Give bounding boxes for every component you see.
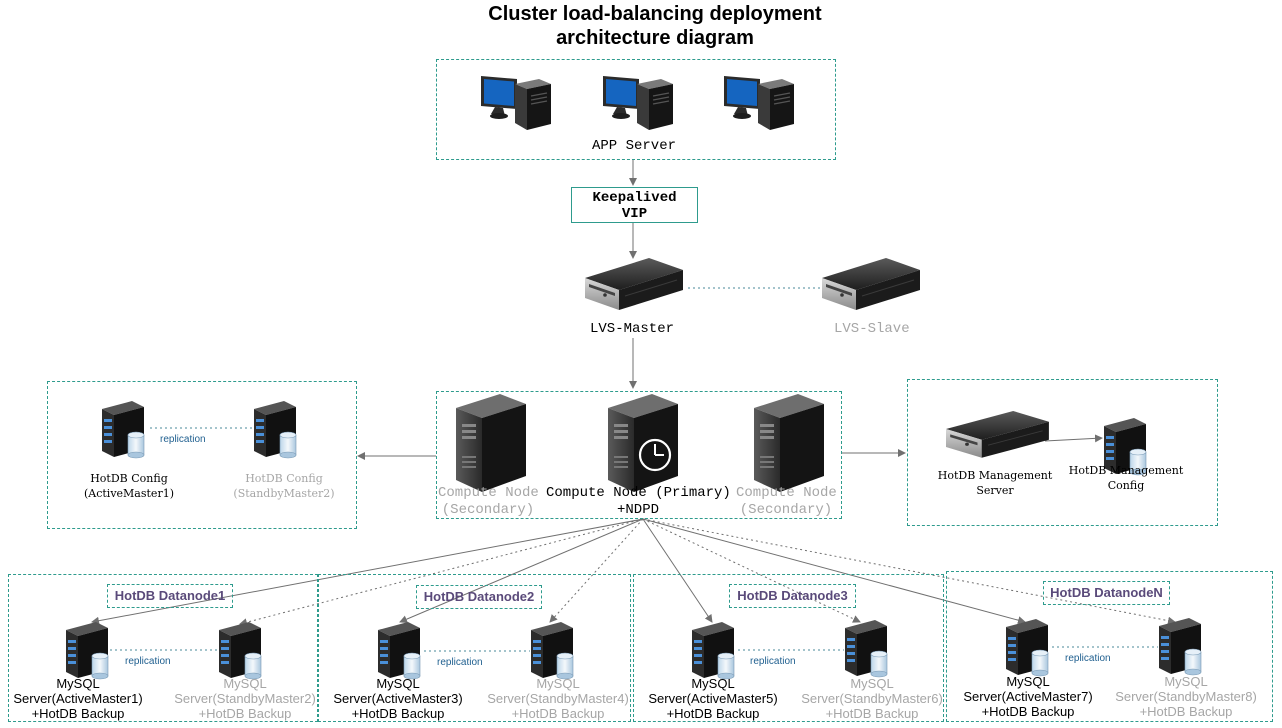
label-line: Compute Node — [736, 485, 837, 501]
datanoden-title: HotDB DatanodeN — [1043, 581, 1170, 605]
label-line: Server(StandbyMaster2) — [174, 691, 316, 706]
dnn-active-label: MySQL Server(ActiveMaster7) +HotDB Backu… — [956, 674, 1100, 719]
management-group — [907, 379, 1218, 526]
label-line: Server(StandbyMaster8) — [1115, 689, 1257, 704]
app-server-label: APP Server — [592, 138, 677, 154]
label-line: +HotDB Backup — [31, 706, 125, 721]
lvs-master-label: LVS-Master — [590, 321, 675, 337]
lvs-slave-label: LVS-Slave — [834, 321, 910, 337]
label-line: +HotDB Backup — [1139, 704, 1233, 719]
dn2-active-label: MySQL Server(ActiveMaster3) +HotDB Backu… — [326, 676, 470, 721]
mgmt-server-label: HotDB Management Server — [935, 468, 1055, 498]
label-line: (StandbyMaster2) — [233, 487, 335, 500]
label-line: MySQL — [1006, 674, 1050, 689]
label-line: HotDB Management — [1068, 464, 1184, 477]
label-line: (Secondary) — [441, 502, 535, 518]
label-line: MySQL — [223, 676, 267, 691]
title-line-1: Cluster load-balancing deployment — [488, 3, 822, 25]
label-line: MySQL — [376, 676, 420, 691]
label-line: +HotDB Backup — [981, 704, 1075, 719]
compute-primary-label: Compute Node (Primary) +NDPD — [546, 485, 731, 519]
config-active-label: HotDB Config (ActiveMaster1) — [64, 471, 194, 501]
label-line: +HotDB Backup — [511, 706, 605, 721]
dnn-standby-label: MySQL Server(StandbyMaster8) +HotDB Back… — [1114, 674, 1258, 719]
dn2-replication-label: replication — [437, 657, 483, 668]
datanode-group-3 — [633, 574, 944, 722]
label-line: (Secondary) — [739, 502, 833, 518]
compute-node-group — [436, 391, 842, 519]
label-line: HotDB Config — [245, 472, 323, 485]
label-line: Server(ActiveMaster7) — [963, 689, 1093, 704]
mgmt-config-label: HotDB Management Config — [1066, 463, 1186, 493]
label-line: HotDB Config — [90, 472, 168, 485]
dn3-standby-label: MySQL Server(StandbyMaster6) +HotDB Back… — [800, 676, 944, 721]
label-line: +HotDB Backup — [198, 706, 292, 721]
label-line: +NDPD — [616, 502, 659, 518]
primary-to-dn2-active — [399, 518, 644, 623]
label-line: Compute Node — [438, 485, 539, 501]
clock-icon — [638, 438, 672, 472]
label-line: MySQL — [536, 676, 580, 691]
datanode-group-2 — [318, 574, 631, 722]
config-standby-label: HotDB Config (StandbyMaster2) — [219, 471, 349, 501]
label-line: Server(StandbyMaster4) — [487, 691, 629, 706]
primary-to-dn3-standby — [642, 518, 861, 623]
dn1-standby-label: MySQL Server(StandbyMaster2) +HotDB Back… — [172, 676, 318, 721]
compute-secondary-left-label: Compute Node (Secondary) — [438, 485, 539, 519]
dn1-replication-label: replication — [125, 656, 171, 667]
keepalived-vip-box: Keepalived VIP — [571, 187, 698, 223]
label-line: +HotDB Backup — [825, 706, 919, 721]
label-line: Server(ActiveMaster3) — [333, 691, 463, 706]
config-replication-label: replication — [160, 434, 206, 445]
datanode-group-1 — [8, 574, 318, 722]
label-line: MySQL — [691, 676, 735, 691]
label-line: (ActiveMaster1) — [83, 487, 174, 500]
rack-server-icon — [584, 257, 684, 311]
label-line: Server — [976, 484, 1014, 497]
dn3-replication-label: replication — [750, 656, 796, 667]
dnn-replication-label: replication — [1065, 653, 1111, 664]
label-line: MySQL — [850, 676, 894, 691]
dn2-standby-label: MySQL Server(StandbyMaster4) +HotDB Back… — [486, 676, 630, 721]
config-group — [47, 381, 357, 529]
label-line: MySQL — [56, 676, 100, 691]
label-line: HotDB Management — [937, 469, 1053, 482]
label-line: +HotDB Backup — [666, 706, 760, 721]
mgmt-to-config-arrow — [1044, 434, 1103, 443]
app-server-group — [436, 59, 836, 160]
rack-server-icon — [821, 257, 921, 311]
primary-to-dnn-active — [642, 518, 1026, 625]
dn1-active-label: MySQL Server(ActiveMaster1) +HotDB Backu… — [8, 676, 148, 721]
label-line: Server(StandbyMaster6) — [801, 691, 943, 706]
title-line-2: architecture diagram — [556, 27, 754, 49]
primary-to-dn3-active — [642, 518, 713, 623]
vip-line-2: VIP — [621, 206, 648, 222]
datanode2-title: HotDB Datanode2 — [416, 585, 542, 609]
label-line: Server(ActiveMaster5) — [648, 691, 778, 706]
datanode-group-n — [946, 571, 1273, 722]
label-line: Compute Node (Primary) — [546, 485, 731, 501]
label-line: +HotDB Backup — [351, 706, 445, 721]
primary-to-dn2-standby — [549, 518, 644, 623]
primary-to-dn1-active — [91, 518, 644, 625]
vip-line-1: Keepalived — [592, 190, 677, 206]
label-line: MySQL — [1164, 674, 1208, 689]
label-line: Server(ActiveMaster1) — [13, 691, 143, 706]
diagram-title: Cluster load-balancing deployment archit… — [455, 2, 855, 50]
datanode1-title: HotDB Datanode1 — [107, 584, 233, 608]
label-line: Config — [1107, 479, 1145, 492]
compute-secondary-right-label: Compute Node (Secondary) — [736, 485, 837, 519]
dn3-active-label: MySQL Server(ActiveMaster5) +HotDB Backu… — [641, 676, 785, 721]
datanode3-title: HotDB Datanode3 — [729, 584, 856, 608]
